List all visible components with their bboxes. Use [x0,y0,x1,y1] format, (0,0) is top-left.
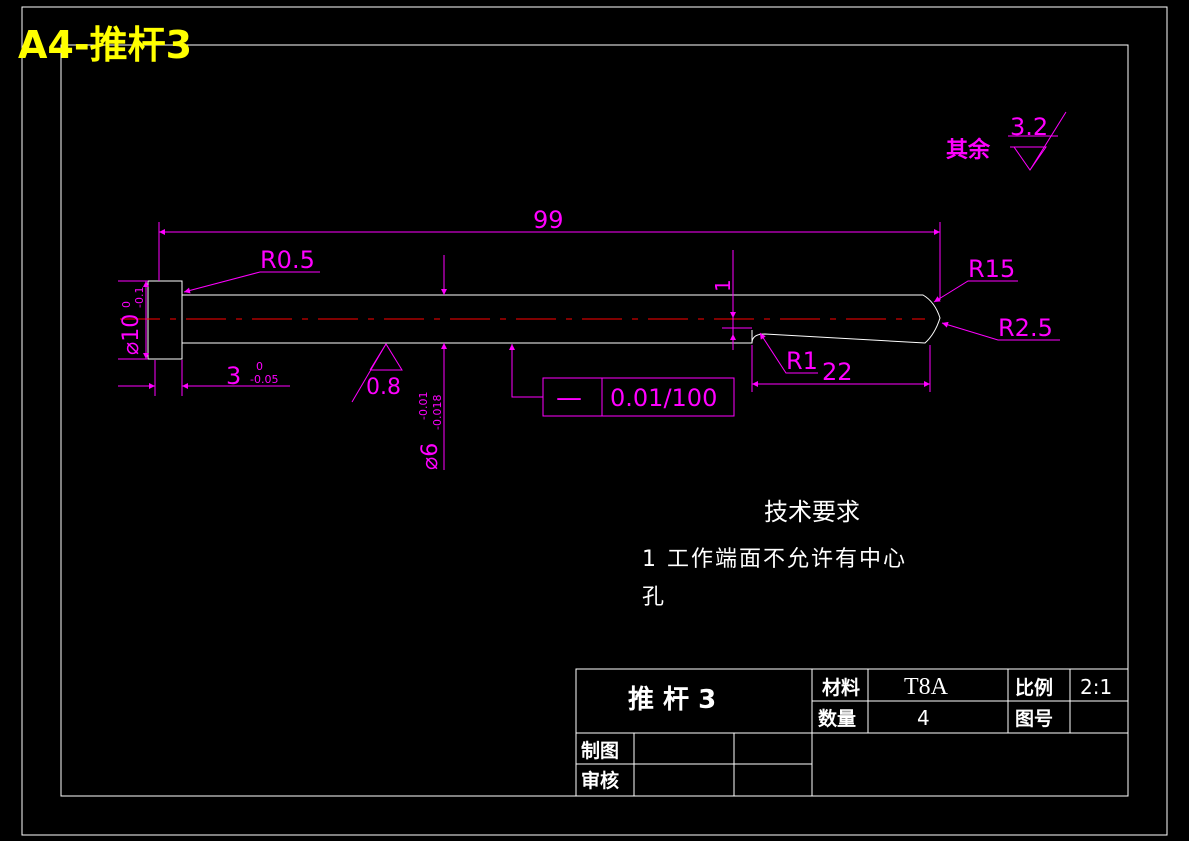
dim-text-22: 22 [822,358,853,386]
dim-text-r25: R2.5 [998,314,1053,342]
dimension-texts: 99 R0.5 R15 R2.5 R1 22 1 ⌀10 0 -0.1 3 0 … [119,206,1053,470]
dim-text-head-dia-upper: 0 [120,301,133,308]
dim-text-99: 99 [533,206,564,234]
tolerance-leader [509,344,543,398]
dimensions [118,222,1060,470]
leader-r25 [941,321,1060,341]
title-block [575,668,1129,797]
dim-text-thk: 3 [226,362,241,390]
dim-text-r1: R1 [786,347,818,375]
tb-scale-value: 2:1 [1080,675,1112,699]
dim-text-thk-upper: 0 [256,360,263,373]
sheet-title: A4-推杆3 [18,23,192,67]
dim-text-r15: R15 [968,255,1015,283]
tb-part-name: 推 杆 3 [628,685,716,715]
tb-material-value: T8A [904,674,949,700]
general-roughness: 其余 3.2 [946,111,1067,171]
tb-material-label: 材料 [822,676,860,699]
dim-text-shank-dia-upper: -0.01 [417,392,430,420]
shank-roughness-icon [351,343,403,403]
dim-text-shank-dia: ⌀6 [418,443,443,470]
technical-requirements: 技术要求 1 工作端面不允许有中心 孔 [642,498,907,610]
dim-text-shank-roughness: 0.8 [366,375,401,400]
dim-text-shank-dia-lower: -0.018 [431,395,444,430]
tech-req-line-2: 孔 [642,585,664,610]
dim-text-thk-lower: -0.05 [250,373,278,386]
tb-scale-label: 比例 [1015,676,1053,699]
roughness-other-value: 3.2 [1010,113,1048,141]
pin-outline [147,280,941,360]
tolerance-symbol: — [556,383,582,413]
tb-quantity-value: 4 [917,706,930,730]
pin-shank [182,294,941,344]
tb-drawn-label: 制图 [581,739,619,762]
dim-text-head-dia: ⌀10 [119,314,144,355]
tech-req-heading: 技术要求 [764,498,860,526]
pin-head [147,280,183,360]
dim-text-head-dia-lower: -0.1 [133,287,146,308]
tolerance-value: 0.01/100 [610,384,717,412]
tech-req-line-1: 1 工作端面不允许有中心 [642,547,907,572]
title-block-texts: 推 杆 3 材料 T8A 比例 2:1 数量 4 图号 制图 审核 [581,674,1112,792]
roughness-symbol-icon [1010,111,1067,171]
tb-drawing-no-label: 图号 [1015,708,1053,730]
tb-quantity-label: 数量 [818,707,856,730]
roughness-other-label: 其余 [946,137,991,163]
leader-r1 [759,332,818,374]
tb-checked-label: 审核 [581,769,619,792]
dim-text-r05: R0.5 [260,246,315,274]
outer-border [21,6,1168,836]
leader-r05 [183,271,320,294]
leader-r15 [933,280,1018,303]
dim-text-depth: 1 [711,279,735,292]
